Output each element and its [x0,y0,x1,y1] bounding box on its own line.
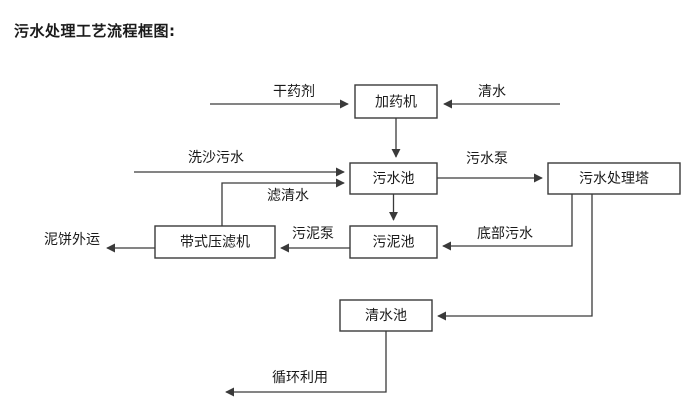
node-treatment-tower[interactable] [547,162,681,195]
terminal-label-mud-cake-out: 泥饼外运 [44,232,100,248]
node-belt-filter-press[interactable] [154,225,276,259]
edge-label-filtered-water: 滤清水 [267,188,309,204]
edge-label-sewage-pump: 污水泵 [466,151,508,167]
node-clear-water-pool[interactable] [339,299,433,332]
edge-bottom-sewage-to-sludge-pool [442,194,573,251]
node-label-dosing-machine: 加药机 [375,95,417,111]
edge-label-clean-water: 清水 [478,84,506,100]
edge-clear-water-pool-to-recycle-reuse [225,331,387,397]
edge-label-dry-chemical: 干药剂 [273,84,315,100]
edge-filtered-water-to-wastewater-pool [221,178,345,226]
page-title: 污水处理工艺流程框图: [14,22,176,40]
node-label-belt-filter-press: 带式压滤机 [180,235,250,251]
node-label-wastewater-pool: 污水池 [373,171,415,187]
edge-label-sludge-pump: 污泥泵 [292,226,334,242]
node-dosing-machine[interactable] [354,84,438,119]
edge-label-sand-wash-sewage: 洗沙污水 [188,150,244,166]
node-label-sludge-pool: 污泥池 [373,235,415,251]
node-label-clear-water-pool: 清水池 [365,308,407,324]
edge-label-recycle-reuse: 循环利用 [272,370,328,386]
node-label-treatment-tower: 污水处理塔 [579,171,649,187]
node-sludge-pool[interactable] [349,225,438,259]
edge-treatment-tower-to-clear-water-pool [437,194,593,321]
edge-label-bottom-sewage: 底部污水 [477,226,533,242]
